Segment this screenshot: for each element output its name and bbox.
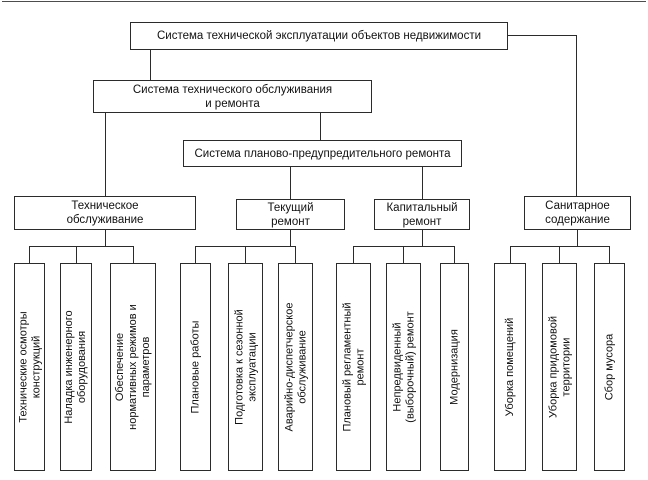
leaf-cleaning-premises: Уборка помещений: [494, 263, 526, 471]
leaf-normative-modes-label: Обеспечение нормативных режимов и параме…: [113, 304, 152, 430]
leaf-planned-reglament-repair: Плановый регламентный ремонт: [336, 263, 371, 471]
connector-line: [29, 246, 134, 247]
leaf-unforeseen-repair: Непредвиденный (выборочный) ремонт: [386, 263, 421, 471]
leaf-cleaning-territory: Уборка придомовой территории: [542, 263, 577, 471]
node-capital-repair-line2: ремонт: [402, 215, 442, 228]
leaf-modernization-label: Модернизация: [448, 329, 460, 405]
leaf-cleaning-premises-label: Уборка помещений: [503, 317, 516, 417]
leaf-planned-works: Плановые работы: [180, 263, 211, 471]
connector-line: [508, 35, 577, 36]
leaf-seasonal-preparation: Подготовка к сезонной эксплуатации: [228, 263, 263, 471]
leaf-seasonal-preparation-label: Подготовка к сезонной эксплуатации: [232, 309, 258, 425]
node-technical-maintenance-line2: обслуживание: [66, 214, 144, 226]
connector-line: [454, 246, 455, 263]
node-maintenance-repair-system: Система технического обслуживания и ремо…: [93, 80, 372, 113]
node-system-root-label: Система технической эксплуатации объекто…: [156, 30, 482, 42]
connector-line: [133, 246, 134, 263]
node-sanitary-maintenance: Санитарное содержание: [524, 196, 631, 230]
node-technical-maintenance-line1: Техническое: [71, 200, 139, 212]
connector-line: [195, 246, 196, 263]
node-capital-repair-line1: Капитальный: [386, 201, 458, 214]
connector-line: [353, 246, 455, 247]
leaf-planned-reglament-repair-label: Плановый регламентный ремонт: [340, 302, 366, 432]
node-maintenance-repair-system-line2: и ремонта: [205, 97, 260, 110]
connector-line: [510, 246, 511, 263]
connector-line: [559, 246, 560, 263]
node-technical-maintenance: Техническое обслуживание: [14, 196, 196, 230]
top-border-line: [2, 1, 646, 2]
leaf-technical-inspections-label: Технические осмотры конструкций: [16, 311, 42, 423]
leaf-garbage-collection: Сбор мусора: [594, 263, 625, 471]
node-current-repair-line2: ремонт: [271, 215, 310, 228]
connector-line: [29, 246, 30, 263]
leaf-technical-inspections: Технические осмотры конструкций: [14, 263, 45, 471]
leaf-planned-works-label: Плановые работы: [189, 320, 201, 414]
connector-line: [422, 167, 423, 199]
connector-line: [295, 246, 296, 263]
leaf-emergency-dispatch-label: Аварийно-диспетчерское обслуживание: [282, 302, 308, 432]
connector-line: [510, 246, 610, 247]
node-system-root: Система технической эксплуатации объекто…: [130, 22, 508, 50]
leaf-garbage-collection-label: Сбор мусора: [603, 333, 615, 401]
node-maintenance-repair-system-line1: Система технического обслуживания: [132, 83, 333, 96]
connector-line: [422, 230, 423, 246]
connector-line: [290, 167, 291, 199]
connector-line: [353, 246, 354, 263]
connector-line: [105, 230, 106, 246]
node-current-repair-line1: Текущий: [267, 201, 314, 214]
connector-line: [576, 35, 577, 196]
node-sanitary-maintenance-line1: Санитарное: [545, 200, 610, 212]
leaf-equipment-adjustment: Наладка инженерного оборудования: [60, 263, 92, 471]
leaf-unforeseen-repair-label: Непредвиденный (выборочный) ремонт: [390, 311, 416, 423]
connector-line: [320, 113, 321, 140]
connector-line: [609, 246, 610, 263]
node-planned-preventive-repair-system-label: Система планово-предупредительного ремон…: [194, 147, 451, 160]
connector-line: [290, 230, 291, 246]
leaf-cleaning-territory-label: Уборка придомовой территории: [546, 316, 572, 418]
leaf-emergency-dispatch: Аварийно-диспетчерское обслуживание: [278, 263, 313, 471]
connector-line: [76, 246, 77, 263]
connector-line: [245, 246, 246, 263]
leaf-equipment-adjustment-label: Наладка инженерного оборудования: [63, 310, 88, 424]
connector-line: [105, 113, 106, 196]
connector-line: [150, 50, 151, 80]
node-sanitary-maintenance-line2: содержание: [545, 214, 610, 226]
node-planned-preventive-repair-system: Система планово-предупредительного ремон…: [183, 140, 462, 167]
connector-line: [577, 230, 578, 246]
connector-line: [403, 246, 404, 263]
leaf-normative-modes: Обеспечение нормативных режимов и параме…: [110, 263, 156, 471]
leaf-modernization: Модернизация: [440, 263, 469, 471]
node-current-repair: Текущий ремонт: [236, 199, 345, 230]
node-capital-repair: Капитальный ремонт: [374, 199, 470, 230]
